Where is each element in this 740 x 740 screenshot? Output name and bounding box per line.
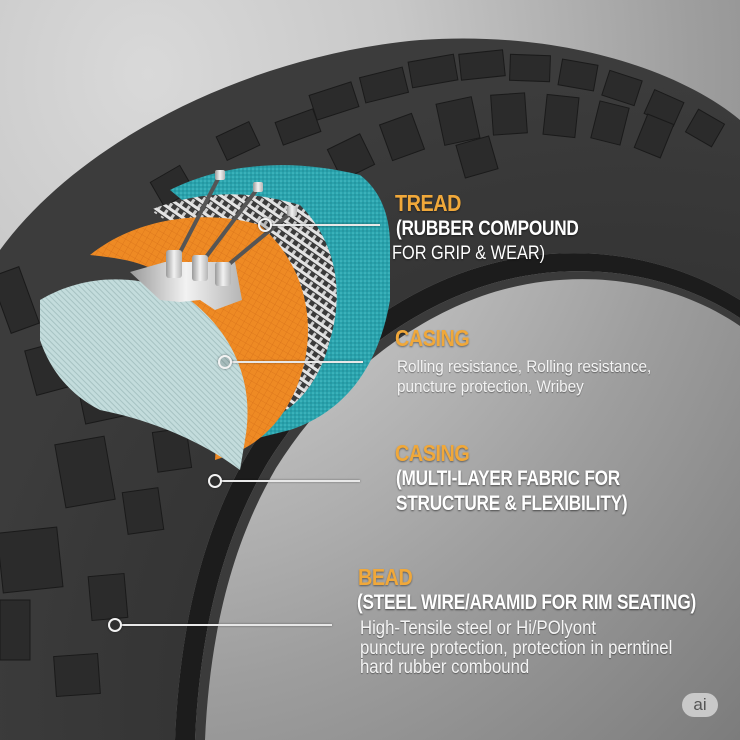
bead-body-line1: High-Tensile steel or Hi/POlyont bbox=[360, 618, 597, 639]
casing-fabric-subtitle-line2: STRUCTURE & FLEXIBILITY) bbox=[396, 492, 628, 515]
casing-fabric-title: CASING bbox=[395, 440, 470, 466]
casing-fabric-subtitle-line1: (MULTI-LAYER FABRIC FOR bbox=[396, 467, 620, 490]
inner-fabric-layer bbox=[40, 279, 248, 470]
casing-body-line1: Rolling resistance, Rolling resistance, bbox=[397, 357, 652, 376]
tread-marker-dot bbox=[258, 218, 272, 232]
casing-fabric-leader-line bbox=[220, 480, 360, 482]
tread-subtitle-line2: FOR GRIP & WEAR) bbox=[392, 243, 546, 264]
bead-wire-bracket bbox=[130, 262, 242, 310]
tread-title: TREAD bbox=[395, 190, 461, 216]
casing-layer-orange bbox=[90, 217, 308, 460]
casing-fabric-marker-dot bbox=[208, 474, 222, 488]
bead-body-line2: puncture protection, protection in pernt… bbox=[360, 638, 673, 659]
tread-leader-line bbox=[270, 224, 380, 226]
casing-body-line2: puncture protection, Wribey bbox=[397, 377, 584, 396]
bead-leader-line bbox=[120, 624, 332, 626]
cutaway-layers bbox=[40, 165, 390, 470]
tread-knobs bbox=[0, 49, 726, 698]
bead-wires bbox=[173, 173, 294, 272]
tread-subtitle-line1: (RUBBER COMPOUND bbox=[396, 217, 579, 240]
ai-watermark-badge: ai bbox=[682, 693, 718, 717]
bead-subtitle: (STEEL WIRE/ARAMID FOR RIM SEATING) bbox=[357, 591, 696, 614]
bead-body-line3: hard rubber combound bbox=[360, 657, 530, 678]
casing-leader-line bbox=[230, 361, 363, 363]
bead-title: BEAD bbox=[358, 564, 413, 590]
casing-title: CASING bbox=[395, 325, 470, 351]
bead-marker-dot bbox=[108, 618, 122, 632]
casing-marker-dot bbox=[218, 355, 232, 369]
